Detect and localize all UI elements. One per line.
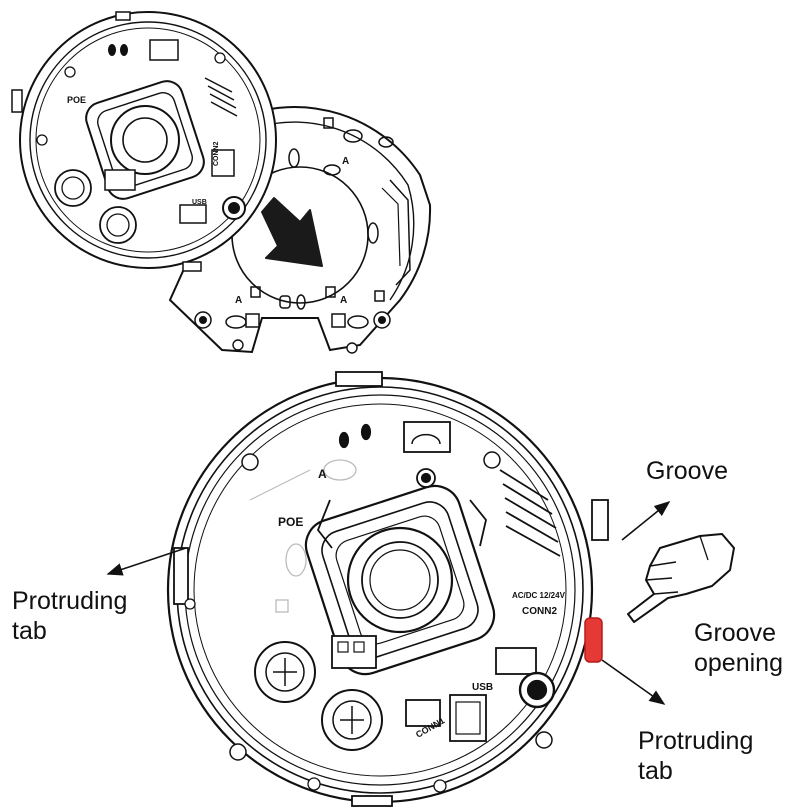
small-conn2-label: CONN2 [213,141,220,166]
protruding-tab-right-line1: Protruding [638,727,754,755]
camera-base-large [166,371,609,807]
groove-opening-line1: Groove [694,619,776,647]
groove-opening-highlight [584,617,603,663]
bracket-mark-a-left: A [235,295,242,306]
protruding-tab-right-label: Protruding tab [638,726,753,786]
protruding-tab-left-leader [106,547,187,576]
groove-leader [621,500,671,541]
camera-base-small [11,11,277,272]
groove-opening-label: Groove opening [694,618,783,678]
usb-label: USB [472,682,493,693]
groove-label: Groove [646,457,728,485]
protruding-tab-right-leader [601,659,666,705]
pointing-hand-icon [627,533,735,623]
protruding-tab-right-line2: tab [638,757,673,785]
dc-label: AC/DC 12/24V [512,591,566,600]
protruding-tab-left-label: Protruding tab [12,586,127,646]
faint-mark-a: A [318,467,327,481]
protruding-tab-left-line2: tab [12,617,47,645]
conn2-label: CONN2 [522,606,557,617]
bracket-mark-a-top: A [342,156,349,167]
rotation-arrow-icon [261,197,323,267]
small-usb-label: USB [192,199,207,206]
small-poe-label: POE [67,95,86,105]
poe-label: POE [278,515,303,529]
leader-arrows [106,500,671,705]
groove-opening-line2: opening [694,649,783,677]
bracket-mark-a-right: A [340,295,347,306]
protruding-tab-left-line1: Protruding [12,587,128,615]
